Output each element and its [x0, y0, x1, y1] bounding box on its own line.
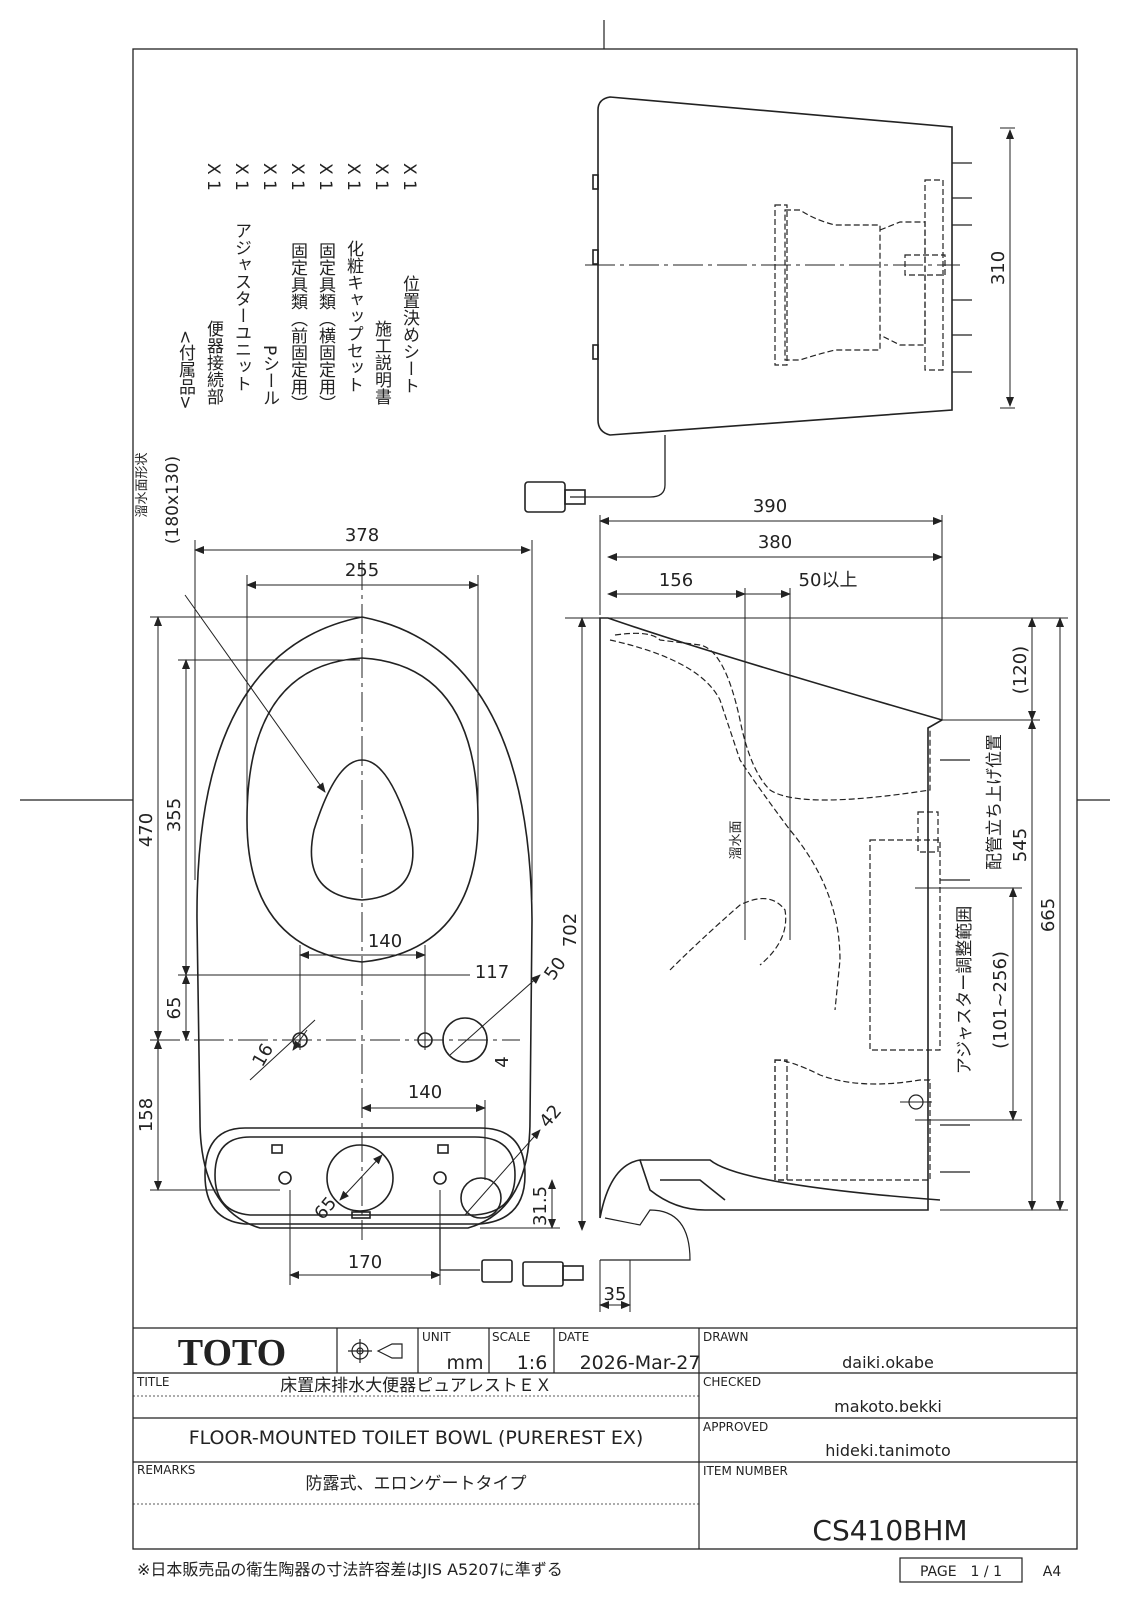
dim-65-tank: 65: [310, 1193, 341, 1224]
label-water-surface: 溜水面: [729, 820, 744, 859]
page-box: [899, 1557, 1023, 1583]
dim-355: 355: [164, 798, 185, 832]
approved-label: APPROVED: [703, 1420, 768, 1434]
scale-value: 1:6: [517, 1352, 548, 1374]
dim-310: 310: [988, 251, 1009, 285]
accessories-list: <付属品> 便器接続部 アジャスターユニット Pシール 固定具類（前固定用） 固…: [175, 163, 420, 412]
accessories-header: <付属品>: [175, 330, 196, 410]
dim-31-5: 31.5: [530, 1186, 551, 1226]
label-water-surface-size: (180x130): [163, 456, 183, 544]
label-pipe-position: 配管立ち上げ位置: [985, 734, 1005, 870]
dim-702: 702: [560, 913, 581, 947]
dim-255: 255: [345, 560, 379, 581]
item-number-label: ITEM NUMBER: [703, 1464, 788, 1478]
dim-117: 117: [475, 962, 509, 983]
page-number: PAGE 1 / 1: [920, 1564, 1002, 1580]
dim-156: 156: [659, 570, 693, 591]
side-dimensions: [565, 515, 1068, 1312]
accessory-qty: X 1: [371, 163, 391, 191]
dim-120: (120): [1010, 646, 1031, 694]
accessory-qty: X 1: [203, 163, 223, 191]
accessory-item: Pシール: [259, 345, 279, 406]
accessory-qty: X 1: [259, 163, 279, 191]
drawn-value: daiki.okabe: [842, 1353, 934, 1372]
checked-label: CHECKED: [703, 1375, 761, 1389]
title-jp: 床置床排水大便器ピュアレストＥＸ: [280, 1376, 552, 1396]
label-adjuster-range: アジャスター調整範囲: [955, 906, 975, 1074]
dim-50: 50: [540, 953, 570, 984]
scale-label: SCALE: [492, 1330, 530, 1344]
accessory-item: 固定具類（横固定用）: [315, 242, 336, 412]
tolerance-note: ※日本販売品の衛生陶器の寸法許容差はJIS A5207に準ずる: [137, 1560, 563, 1579]
paper-size: A4: [1043, 1564, 1062, 1580]
dim-470: 470: [136, 813, 157, 847]
item-number-value: CS410BHM: [812, 1514, 967, 1547]
approved-value: hideki.tanimoto: [825, 1441, 950, 1460]
dim-378: 378: [345, 525, 379, 546]
dim-380: 380: [758, 532, 792, 553]
dim-140-tank: 140: [408, 1082, 442, 1103]
accessory-qty: X 1: [315, 163, 335, 191]
dim-390: 390: [753, 496, 787, 517]
remarks-label: REMARKS: [137, 1463, 195, 1477]
dim-16: 16: [248, 1040, 278, 1070]
dim-4: 4: [492, 1056, 513, 1067]
top-view: [524, 96, 1015, 513]
drawn-label: DRAWN: [703, 1330, 749, 1344]
accessory-item: 施工説明書: [371, 320, 392, 405]
dim-545: 545: [1010, 828, 1031, 862]
dim-170: 170: [348, 1252, 382, 1273]
dim-50-min: 50以上: [799, 570, 858, 591]
accessory-item: アジャスターユニット: [231, 222, 251, 392]
dim-65: 65: [164, 997, 185, 1020]
unit-label: UNIT: [422, 1330, 451, 1344]
remarks-value: 防露式、エロンゲートタイプ: [306, 1474, 527, 1494]
accessory-qty: X 1: [343, 163, 363, 191]
toto-logo: TOTO: [178, 1332, 286, 1374]
label-water-surface-shape: 溜水面形状: [135, 452, 150, 517]
dim-140: 140: [368, 931, 402, 952]
accessory-item: 固定具類（前固定用）: [287, 242, 308, 412]
checked-value: makoto.bekki: [834, 1397, 942, 1416]
plan-dimensions: [150, 540, 560, 1285]
dim-42: 42: [535, 1101, 566, 1132]
accessory-qty: X 1: [231, 163, 251, 191]
side-view: [599, 617, 970, 1261]
title-label: TITLE: [136, 1375, 169, 1389]
title-block-lines: [133, 1327, 1077, 1549]
accessory-item: 化粧キャップセット: [343, 240, 364, 393]
dim-665: 665: [1038, 898, 1059, 932]
date-value: 2026-Mar-27: [580, 1352, 701, 1374]
date-label: DATE: [558, 1330, 589, 1344]
accessory-qty: X 1: [399, 163, 419, 191]
unit-value: mm: [446, 1352, 483, 1374]
accessory-qty: X 1: [287, 163, 307, 191]
title-en: FLOOR-MOUNTED TOILET BOWL (PUREREST EX): [189, 1427, 644, 1449]
accessory-item: 便器接続部: [203, 320, 224, 405]
drawing-frame: [132, 48, 1078, 1550]
dim-adjuster-range: (101~256): [990, 951, 1011, 1049]
accessory-item: 位置決めシート: [399, 275, 420, 394]
dim-158: 158: [136, 1098, 157, 1132]
dim-35: 35: [604, 1284, 627, 1305]
plan-view: [150, 560, 584, 1287]
